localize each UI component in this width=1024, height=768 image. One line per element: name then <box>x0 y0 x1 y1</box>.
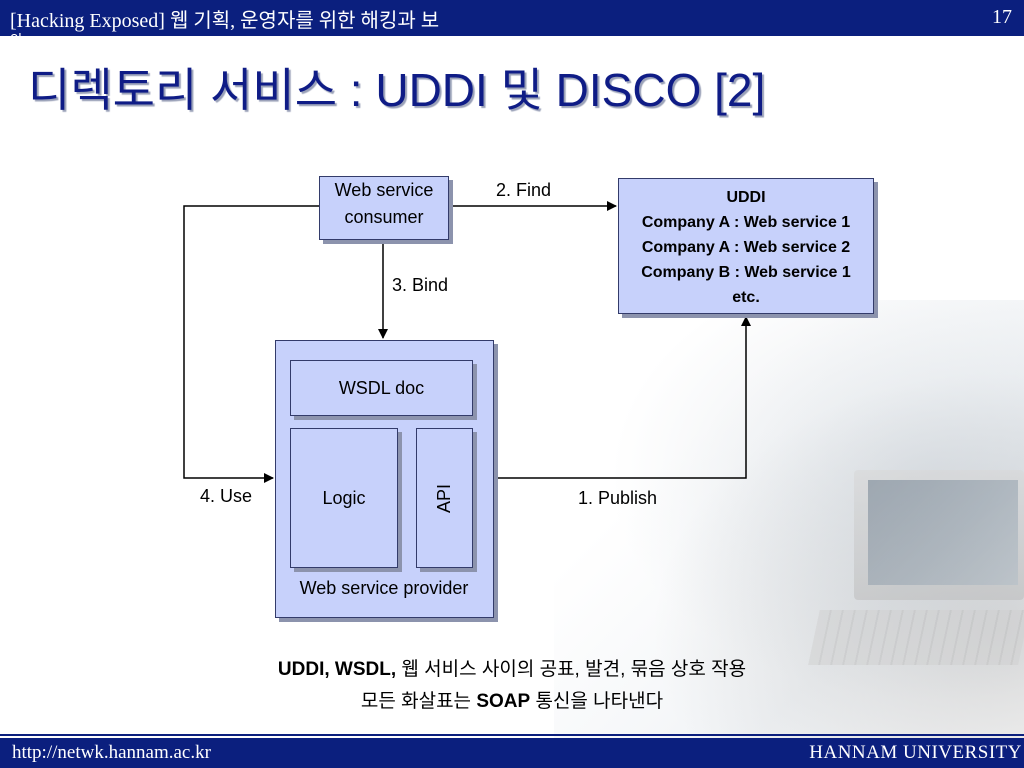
use-label: 4. Use <box>200 486 253 506</box>
header-title-wrap: 안 <box>10 34 23 49</box>
footer-university: HANNAM UNIVERSITY <box>809 742 1022 763</box>
header-title: [Hacking Exposed] 웹 기획, 운영자를 위한 해킹과 보 <box>10 10 440 32</box>
api-label: API <box>433 483 454 513</box>
footer-url: http://netwk.hannam.ac.kr <box>12 742 211 763</box>
caption-bold-terms: UDDI, WSDL, <box>277 659 397 680</box>
api-box: API <box>416 428 473 568</box>
logic-box: Logic <box>290 428 398 568</box>
caption-text: 웹 서비스 사이의 공표, 발견, 묶음 상호 작용 <box>396 659 747 680</box>
uddi-entry: Company A : Web service 1 <box>641 214 851 231</box>
caption-bold-soap: SOAP <box>476 691 531 712</box>
consumer-label-line2: consumer <box>344 207 424 227</box>
uddi-title: UDDI <box>726 189 766 206</box>
caption-text: 통신을 나타낸다 <box>530 691 664 712</box>
consumer-label-line1: Web service <box>334 180 434 200</box>
publish-label: 1. Publish <box>578 488 658 508</box>
monitor-screen <box>868 480 1018 585</box>
find-label: 2. Find <box>496 180 552 200</box>
bind-label: 3. Bind <box>392 275 449 295</box>
caption-line-1: UDDI, WSDL, 웹 서비스 사이의 공표, 발견, 묶음 상호 작용 <box>0 654 1024 681</box>
page-number: 17 <box>992 6 1012 28</box>
caption-line-2: 모든 화살표는 SOAP 통신을 나타낸다 <box>0 686 1024 713</box>
footer-bar <box>0 738 1024 768</box>
header-bar <box>0 0 1024 36</box>
uddi-entry: Company B : Web service 1 <box>641 264 851 281</box>
footer-divider <box>0 734 1024 736</box>
uddi-entry: etc. <box>732 289 760 306</box>
provider-label: Web service provider <box>299 578 469 598</box>
monitor-illustration <box>854 470 1024 600</box>
publish-arrow <box>492 316 751 479</box>
wsdl-doc-box: WSDL doc <box>290 360 473 416</box>
web-service-consumer-box: Web service consumer <box>319 176 449 240</box>
slide-title: 디렉토리 서비스 : UDDI 및 DISCO [2] <box>28 64 766 116</box>
uddi-entry: Company A : Web service 2 <box>641 239 851 256</box>
use-arrow <box>183 205 319 483</box>
uddi-registry-box: UDDI Company A : Web service 1 Company A… <box>618 178 874 314</box>
caption-text: 모든 화살표는 <box>360 691 477 712</box>
